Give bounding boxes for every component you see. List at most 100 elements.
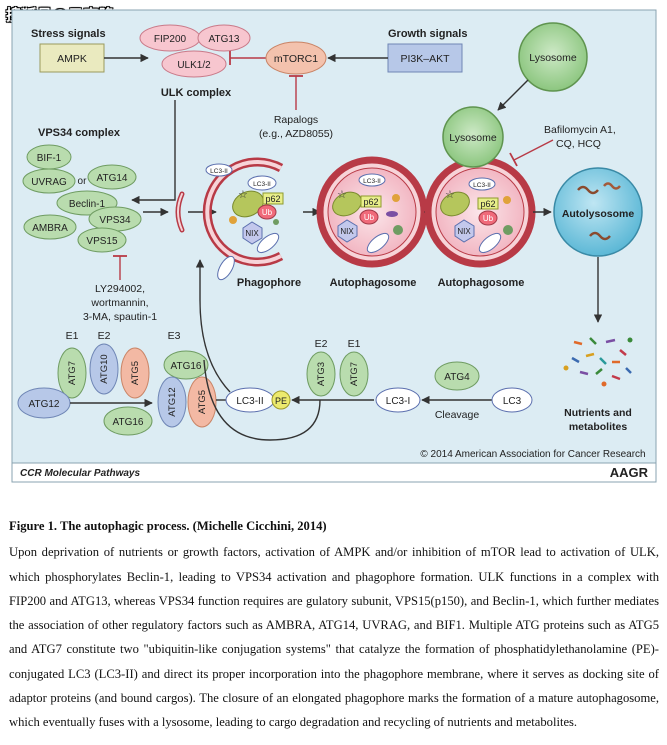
lysosome-top xyxy=(518,22,588,92)
ulk12-label: ULK1/2 xyxy=(177,60,211,71)
atg13-node xyxy=(197,24,251,52)
autophagosome2-lc3ii: LC3-II xyxy=(473,182,491,189)
lc3-node xyxy=(491,387,533,413)
atg16-node-b xyxy=(163,350,209,380)
ulk-to-beclin-arrow xyxy=(131,100,176,205)
atg12-node-b xyxy=(157,376,187,428)
lc3ii-node-label: LC3-II xyxy=(236,396,263,407)
atg16-label-a: ATG16 xyxy=(113,417,144,428)
ulk-complex-label: ULK complex xyxy=(161,87,232,99)
atg7-label-b: ATG7 xyxy=(349,362,360,386)
vps34-complex-label: VPS34 complex xyxy=(38,127,121,139)
autophagosome-1: ☆ LC3-II p62 Ub NIX xyxy=(316,156,428,268)
e1-label-a: E1 xyxy=(66,330,79,342)
autophagy-pathway-diagram: Stress signals AMPK FIP200 ATG13 ULK1/2 … xyxy=(11,9,657,483)
mtorc1-label: mTORC1 xyxy=(274,53,318,65)
e3-label: E3 xyxy=(168,330,181,342)
atg7-node-a xyxy=(57,347,87,399)
autolysosome xyxy=(553,167,643,257)
lysosome-to-fusion-arrow xyxy=(497,79,529,111)
e2-label-a: E2 xyxy=(98,330,111,342)
figure-caption: Figure 1. The autophagic process. (Miche… xyxy=(9,514,659,735)
lc3i-node xyxy=(375,387,421,413)
or-label: or xyxy=(78,176,88,187)
cleavage-label: Cleavage xyxy=(435,409,480,421)
autophagosome1-p62: p62 xyxy=(363,197,378,207)
lc3-label: LC3 xyxy=(503,396,522,407)
caption-title: Figure 1. The autophagic process. (Miche… xyxy=(9,519,327,533)
vps15-label: VPS15 xyxy=(86,236,118,247)
bafilomycin-inhibit-bar xyxy=(509,152,518,167)
atg4-label: ATG4 xyxy=(444,372,470,383)
autophagosome-2: ☆ LC3-II p62 Ub NIX xyxy=(424,156,536,268)
atg7-node-b xyxy=(339,351,369,397)
e2-label-b: E2 xyxy=(315,338,328,350)
phagophore: ☆ LC3-II p62 Ub NIX xyxy=(202,157,284,267)
lysosome-fusing-label: Lysosome xyxy=(449,132,497,144)
caption-body: Upon deprivation of nutrients or growth … xyxy=(9,545,659,730)
lysosome-fusing xyxy=(442,106,504,168)
ulk12-node xyxy=(161,50,227,78)
nutrients-icon xyxy=(563,337,633,387)
atg10-node xyxy=(89,343,119,395)
atg5-node-a xyxy=(120,347,150,399)
ambra-node xyxy=(23,214,77,240)
growth-signals-label: Growth signals xyxy=(388,28,467,40)
autophagosome-1-label: Autophagosome xyxy=(330,277,417,289)
svg-text:☆: ☆ xyxy=(337,189,347,201)
pe-label: PE xyxy=(275,396,287,406)
autolysosome-label: Autolysosome xyxy=(562,208,635,220)
stress-signals-label: Stress signals xyxy=(31,28,106,40)
footer-bar xyxy=(11,462,657,483)
atg13-label: ATG13 xyxy=(209,34,240,45)
lc3i-to-phagophore-loop xyxy=(203,359,321,441)
autophagosome1-nix: NIX xyxy=(340,227,354,236)
bafilomycin-inhibit-line xyxy=(513,139,554,161)
ampk-label: AMPK xyxy=(57,53,87,65)
ampk-box xyxy=(39,43,105,73)
copyright-text: © 2014 American Association for Cancer R… xyxy=(420,449,645,460)
fip200-label: FIP200 xyxy=(154,34,187,45)
atg12-label-b: ATG12 xyxy=(167,387,178,416)
footer-journal-label: CCR Molecular Pathways xyxy=(20,468,140,479)
phagophore-lc3ii-inner: LC3-II xyxy=(253,181,271,188)
rapalogs-label: Rapalogs xyxy=(274,114,318,126)
bif1-label: BIF-1 xyxy=(37,153,62,164)
svg-text:☆: ☆ xyxy=(445,189,455,201)
vps34-inhibitors-line1: LY294002, xyxy=(95,283,145,295)
pi3k-akt-label: PI3K–AKT xyxy=(400,53,450,65)
pi3k-akt-box xyxy=(387,43,463,73)
ambra-label: AMBRA xyxy=(32,223,68,234)
phagophore-nix: NIX xyxy=(245,229,259,238)
mtorc1-node xyxy=(265,41,327,75)
e1-label-b: E1 xyxy=(348,338,361,350)
nutrients-label-2: metabolites xyxy=(569,421,628,433)
bafilomycin-label-1: Bafilomycin A1, xyxy=(544,124,616,136)
atg7-label-a: ATG7 xyxy=(67,361,78,385)
rapalogs-example-label: (e.g., AZD8055) xyxy=(259,128,333,140)
svg-text:☆: ☆ xyxy=(238,189,248,201)
atg5-label-a: ATG5 xyxy=(130,361,141,385)
phagophore-lc3ii-outer-top: LC3-II xyxy=(210,168,228,175)
autophagosome1-lc3ii: LC3-II xyxy=(363,178,381,185)
atg5-label-b: ATG5 xyxy=(197,390,208,414)
autophagosome2-ub: Ub xyxy=(483,214,494,223)
autophagosome1-ub: Ub xyxy=(364,213,375,222)
lc3i-label: LC3-I xyxy=(386,396,410,407)
lc3ii-to-phagophore-arrow xyxy=(195,259,231,393)
atg12-label-a: ATG12 xyxy=(29,399,60,410)
vps15-node xyxy=(77,227,127,253)
uvrag-label: UVRAG xyxy=(31,177,67,188)
autophagosome2-p62: p62 xyxy=(480,199,495,209)
autophagosome-2-label: Autophagosome xyxy=(438,277,525,289)
atg4-node xyxy=(434,361,480,391)
uvrag-node xyxy=(22,168,76,194)
phagophore-label: Phagophore xyxy=(237,277,301,289)
atg14-node xyxy=(87,164,137,190)
atg14-label: ATG14 xyxy=(97,173,128,184)
vps34-inhibitors-line3: 3-MA, spautin-1 xyxy=(83,311,157,323)
atg16-label-b: ATG16 xyxy=(171,361,202,372)
vps34-inhibitors-line2: wortmannin, xyxy=(90,297,148,309)
beclin1-label: Beclin-1 xyxy=(69,199,106,210)
bafilomycin-label-2: CQ, HCQ xyxy=(556,138,601,150)
